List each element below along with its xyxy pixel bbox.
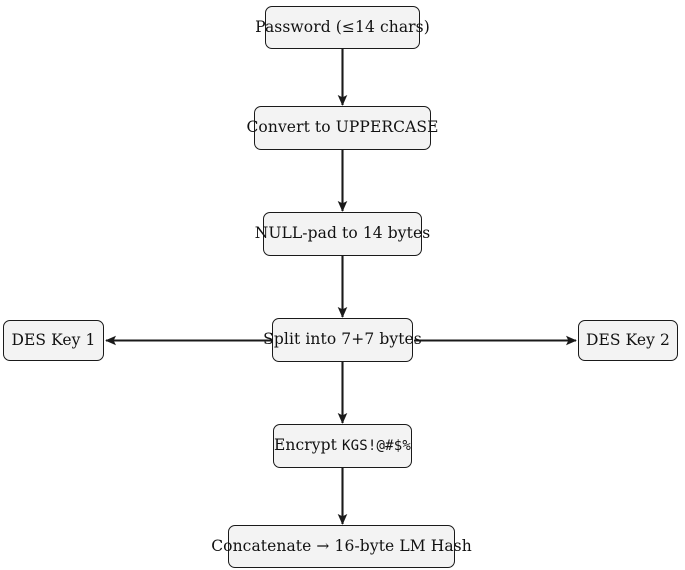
node-encrypt-magic-constant: Encrypt KGS!@#$% bbox=[273, 424, 412, 468]
node-split-bytes: Split into 7+7 bytes bbox=[263, 318, 422, 362]
node-concatenate-lm-hash-label: Concatenate → 16-byte LM Hash bbox=[211, 536, 472, 555]
node-convert-to-uppercase: Convert to UPPERCASE bbox=[246, 106, 438, 150]
node-encrypt-label: Encrypt KGS!@#$% bbox=[270, 437, 415, 454]
node-des-key-1: DES Key 1 bbox=[3, 320, 104, 361]
node-encrypt-magic-constant-text: KGS!@#$% bbox=[342, 438, 412, 455]
node-null-pad: NULL-pad to 14 bytes bbox=[255, 212, 430, 256]
node-null-pad-label: NULL-pad to 14 bytes bbox=[254, 224, 431, 243]
node-split-bytes-label: Split into 7+7 bytes bbox=[263, 330, 422, 349]
node-password: Password (≤14 chars) bbox=[255, 6, 430, 49]
node-password-label: Password (≤14 chars) bbox=[255, 17, 430, 36]
node-des-key-1-label: DES Key 1 bbox=[11, 330, 96, 349]
node-des-key-2: DES Key 2 bbox=[578, 320, 678, 361]
node-concatenate-lm-hash: Concatenate → 16-byte LM Hash bbox=[211, 525, 472, 568]
node-encrypt-label-prefix: Encrypt bbox=[273, 436, 342, 455]
node-des-key-2-label: DES Key 2 bbox=[585, 330, 671, 349]
node-convert-to-uppercase-label: Convert to UPPERCASE bbox=[246, 118, 439, 137]
